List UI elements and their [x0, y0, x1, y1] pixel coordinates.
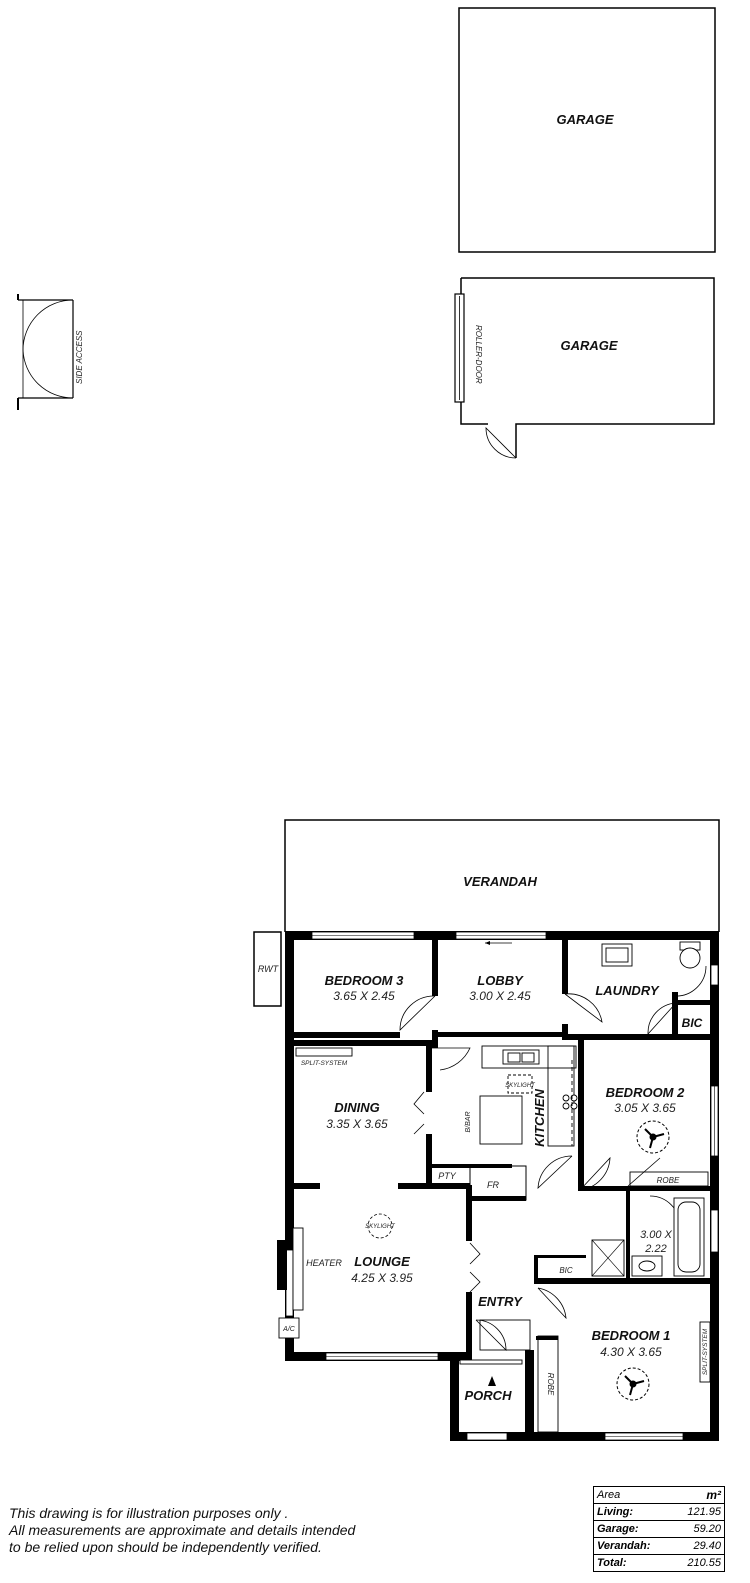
area-row: Total: 210.55 — [594, 1555, 724, 1571]
lobby-dims: 3.00 X 2.45 — [469, 989, 531, 1003]
fr-label: FR — [487, 1180, 499, 1190]
entry-arrow-icon — [488, 1376, 496, 1386]
area-row: Garage: 59.20 — [594, 1521, 724, 1538]
area-row: Living: 121.95 — [594, 1504, 724, 1521]
robe-2-label: ROBE — [546, 1373, 555, 1396]
skylight-label: SKYLIGHT — [505, 1083, 536, 1089]
garage-2-outline — [460, 277, 715, 458]
windows — [285, 931, 719, 1441]
bedroom-1-dims: 4.30 X 3.65 — [600, 1345, 662, 1359]
lobby-label: LOBBY — [477, 973, 524, 988]
bedroom-3-label: BEDROOM 3 — [325, 973, 405, 988]
area-row: Verandah: 29.40 — [594, 1538, 724, 1555]
verandah-label: VERANDAH — [463, 874, 537, 889]
area-row-value: 121.95 — [687, 1506, 721, 1518]
ceiling-fan-icon — [636, 1120, 670, 1154]
split-system-label: SPLIT-SYSTEM — [301, 1060, 348, 1067]
area-row-label: Garage: — [597, 1523, 639, 1535]
disclaimer-line-2: All measurements are approximate and det… — [9, 1522, 356, 1538]
area-row-value: 59.20 — [693, 1523, 721, 1535]
disclaimer-line-1: This drawing is for illustration purpose… — [9, 1505, 289, 1521]
roller-door-label: ROLLER-DOOR — [474, 325, 483, 384]
skylight-icon — [367, 1213, 393, 1239]
rainwater-tank-icon — [253, 931, 282, 1007]
bath-dims-2: 2.22 — [644, 1243, 666, 1255]
bedroom-1-label: BEDROOM 1 — [592, 1328, 671, 1343]
dining-label: DINING — [334, 1100, 380, 1115]
verandah-outline — [284, 819, 720, 932]
laundry-label: LAUNDRY — [595, 983, 660, 998]
area-row-label: Verandah: — [597, 1540, 651, 1552]
interior-walls — [277, 938, 712, 1352]
porch-label: PORCH — [465, 1388, 513, 1403]
area-table: Area m² Living: 121.95 Garage: 59.20 Ver… — [593, 1486, 725, 1572]
heater-label: HEATER — [306, 1258, 342, 1268]
ac-label: A/C — [282, 1326, 296, 1333]
door-swing-icon — [485, 427, 517, 459]
split-system-label: SPLIT-SYSTEM — [702, 1328, 709, 1375]
rwt-label: RWT — [258, 964, 280, 974]
garage-1-outline — [458, 7, 716, 253]
area-header-label: Area — [597, 1489, 621, 1501]
garage-1-label: GARAGE — [556, 112, 613, 127]
bic-label: BIC — [682, 1016, 703, 1030]
bedroom-2-dims: 3.05 X 3.65 — [614, 1101, 676, 1115]
fixtures — [278, 941, 711, 1433]
entry-label: ENTRY — [478, 1294, 523, 1309]
side-access-gate-icon — [17, 294, 74, 410]
dining-dims: 3.35 X 3.65 — [326, 1117, 388, 1131]
skylight-label: SKYLIGHT — [365, 1224, 396, 1230]
area-row-value: 29.40 — [693, 1540, 721, 1552]
pty-label: PTY — [438, 1171, 457, 1181]
garage-2-label: GARAGE — [560, 338, 617, 353]
area-table-header: Area m² — [594, 1487, 724, 1504]
bedroom-2-label: BEDROOM 2 — [606, 1085, 686, 1100]
ceiling-fan-icon — [616, 1367, 650, 1401]
lounge-dims: 4.25 X 3.95 — [351, 1271, 413, 1285]
door-swings — [399, 965, 707, 1351]
side-access-label: SIDE ACCESS — [75, 330, 84, 384]
bbar-label: B/BAR — [465, 1111, 472, 1132]
area-row-label: Living: — [597, 1506, 634, 1518]
bedroom-3-dims: 3.65 X 2.45 — [333, 989, 395, 1003]
lounge-label: LOUNGE — [354, 1254, 410, 1269]
bath-dims-1: 3.00 X — [640, 1229, 672, 1241]
disclaimer: This drawing is for illustration purpose… — [9, 1505, 389, 1556]
kitchen-label: KITCHEN — [532, 1089, 547, 1147]
area-header-unit: m² — [706, 1488, 721, 1502]
robe-label: ROBE — [657, 1176, 680, 1185]
area-row-label: Total: — [597, 1557, 627, 1569]
disclaimer-line-3: to be relied upon should be independentl… — [9, 1539, 322, 1555]
bic-2-label: BIC — [559, 1266, 573, 1275]
area-row-value: 210.55 — [687, 1557, 721, 1569]
